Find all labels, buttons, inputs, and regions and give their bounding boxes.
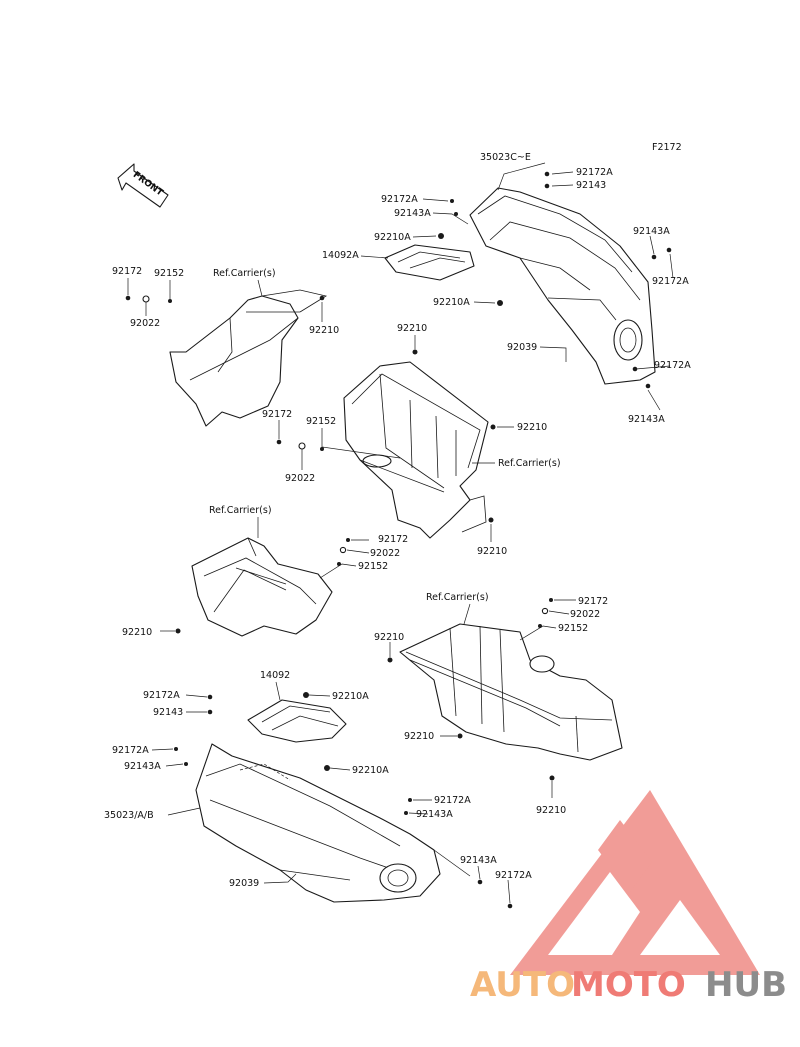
- callout-92172: 92172: [378, 534, 408, 545]
- callout-92143a: 92143A: [124, 761, 161, 772]
- callout-92172: 92172: [578, 596, 608, 607]
- callout-92039: 92039: [507, 342, 537, 353]
- callout-92172a: 92172A: [381, 194, 418, 205]
- callout-92022: 92022: [370, 548, 400, 559]
- callout-92143a: 92143A: [628, 414, 665, 425]
- callout-92210: 92210: [374, 632, 404, 643]
- callout-92172a: 92172A: [112, 745, 149, 756]
- callout-92210: 92210: [536, 805, 566, 816]
- callout-92172a: 92172A: [654, 360, 691, 371]
- callout-92152: 92152: [154, 268, 184, 279]
- watermark-auto: AUTO: [470, 965, 575, 1005]
- rear-fender-bottom: [195, 743, 441, 903]
- callout-92143a: 92143A: [416, 809, 453, 820]
- callout-92172: 92172: [262, 409, 292, 420]
- callout-92210: 92210: [404, 731, 434, 742]
- cover-14092: [247, 699, 347, 743]
- carrier-bracket-left-middle: [191, 537, 333, 637]
- callout-92039: 92039: [229, 878, 259, 889]
- callout-ref-carrier: Ref.Carrier(s): [426, 592, 489, 603]
- callout-35023-a-b: 35023/A/B: [104, 810, 154, 821]
- callout-14092: 14092: [260, 670, 290, 681]
- callout-92210: 92210: [517, 422, 547, 433]
- callout-92210: 92210: [309, 325, 339, 336]
- callout-92210a: 92210A: [433, 297, 470, 308]
- callout-92210: 92210: [397, 323, 427, 334]
- leader-lines: [127, 162, 674, 904]
- callout-92143a: 92143A: [394, 208, 431, 219]
- labels-left-middle: Ref.Carrier(s) 92172 92022 92152 92210: [122, 505, 408, 638]
- callout-92210a: 92210A: [374, 232, 411, 243]
- labels-bottom-group: 14092 92172A 92210A 92143 92172A 92143A …: [104, 670, 532, 889]
- front-arrow-icon: FRONT: [117, 163, 169, 208]
- callout-92022: 92022: [285, 473, 315, 484]
- callout-92022: 92022: [130, 318, 160, 329]
- callout-14092a: 14092A: [322, 250, 359, 261]
- watermark-text: AUTO MOTO HUB: [470, 965, 787, 1005]
- callout-92172a: 92172A: [576, 167, 613, 178]
- labels-top-group: 35023C~E 92172A 92143 92172A 92143A 9221…: [322, 152, 691, 425]
- callout-92152: 92152: [306, 416, 336, 427]
- callout-ref-carrier: Ref.Carrier(s): [213, 268, 276, 279]
- callout-92172a: 92172A: [652, 276, 689, 287]
- cargo-bed-right-middle: [399, 623, 623, 761]
- watermark-logo: [510, 790, 760, 975]
- callout-92143: 92143: [576, 180, 606, 191]
- hardware-fasteners: [125, 171, 672, 909]
- callout-92143a: 92143A: [460, 855, 497, 866]
- labels-right-middle: Ref.Carrier(s) 92172 92022 92152 92210 9…: [374, 592, 608, 816]
- carrier-bracket-left-upper: [169, 289, 328, 427]
- callout-92210a: 92210A: [352, 765, 389, 776]
- callout-92210a: 92210A: [332, 691, 369, 702]
- callout-92172: 92172: [112, 266, 142, 277]
- watermark-hub: HUB: [705, 965, 787, 1005]
- callout-92210: 92210: [122, 627, 152, 638]
- callout-92172a: 92172A: [495, 870, 532, 881]
- callout-92152: 92152: [558, 623, 588, 634]
- labels-center: 92210 92172 92152 92022 92210 Ref.Carrie…: [262, 323, 561, 557]
- cover-14092a: [384, 244, 475, 281]
- callout-35023c-e: 35023C~E: [480, 152, 531, 163]
- watermark-moto: MOTO: [571, 965, 686, 1005]
- rear-fender-top: [469, 187, 656, 385]
- callout-92152: 92152: [358, 561, 388, 572]
- callout-ref-carrier: Ref.Carrier(s): [498, 458, 561, 469]
- callout-ref-carrier: Ref.Carrier(s): [209, 505, 272, 516]
- callout-92143a: 92143A: [633, 226, 670, 237]
- cargo-box-center: [343, 361, 489, 539]
- callout-92143: 92143: [153, 707, 183, 718]
- callout-92172a: 92172A: [143, 690, 180, 701]
- callout-92172a: 92172A: [434, 795, 471, 806]
- labels-left-upper: 92172 92152 92022 Ref.Carrier(s) 92210: [112, 266, 339, 336]
- figure-id: F2172: [652, 142, 682, 153]
- callout-92022: 92022: [570, 609, 600, 620]
- callout-92210: 92210: [477, 546, 507, 557]
